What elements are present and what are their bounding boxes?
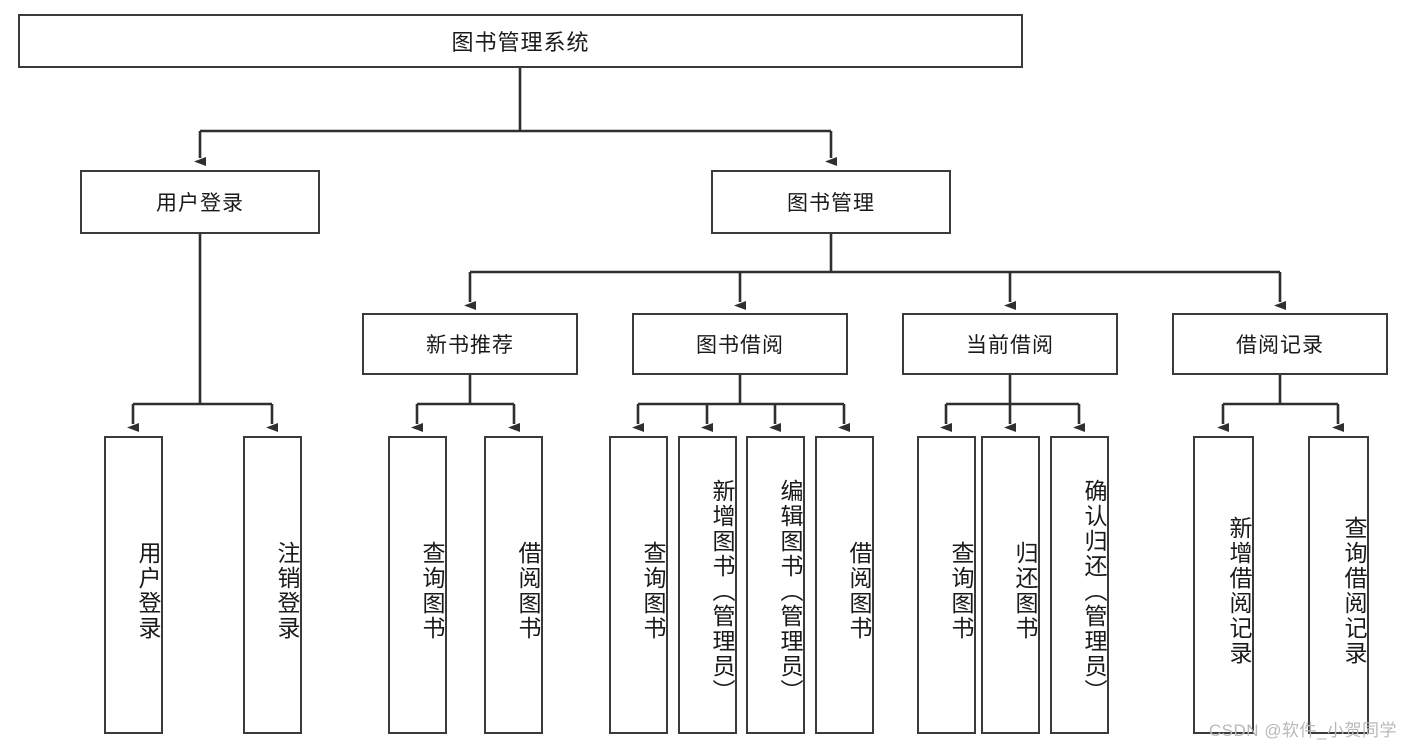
leaf-query-book-borrow[interactable]: 查询图书 <box>609 436 668 734</box>
leaf-query-book-recommend[interactable]: 查询图书 <box>388 436 447 734</box>
node-label: 图书管理 <box>787 192 875 215</box>
node-user-login[interactable]: 用户登录 <box>80 170 320 234</box>
leaf-user-logout[interactable]: 注销登录 <box>243 436 302 734</box>
node-label: 借阅记录 <box>1236 334 1324 357</box>
node-label: 归还图书 <box>1012 541 1038 641</box>
node-borrow-record[interactable]: 借阅记录 <box>1172 313 1388 375</box>
leaf-query-book-current[interactable]: 查询图书 <box>917 436 976 734</box>
leaf-edit-book-admin[interactable]: 编辑图书（管理员） <box>746 436 805 734</box>
node-label: 新增借阅记录 <box>1226 516 1252 666</box>
node-label: 编辑图书（管理员） <box>777 478 803 704</box>
leaf-add-borrow-record[interactable]: 新增借阅记录 <box>1193 436 1254 734</box>
node-book-manage[interactable]: 图书管理 <box>711 170 951 234</box>
node-root-system[interactable]: 图书管理系统 <box>18 14 1023 68</box>
node-label: 借阅图书 <box>846 541 872 641</box>
watermark-text: CSDN @软件_小贺同学 <box>1208 721 1397 740</box>
node-label: 新增图书（管理员） <box>709 478 735 704</box>
node-label: 查询图书 <box>640 541 666 641</box>
node-label: 图书管理系统 <box>451 30 590 55</box>
node-label: 确认归还（管理员） <box>1081 478 1107 704</box>
leaf-confirm-return-admin[interactable]: 确认归还（管理员） <box>1050 436 1109 734</box>
node-label: 查询借阅记录 <box>1341 516 1367 666</box>
node-current-borrow[interactable]: 当前借阅 <box>902 313 1118 375</box>
node-label: 注销登录 <box>274 541 300 641</box>
leaf-borrow-book-recommend[interactable]: 借阅图书 <box>484 436 543 734</box>
node-label: 借阅图书 <box>515 541 541 641</box>
leaf-borrow-book[interactable]: 借阅图书 <box>815 436 874 734</box>
node-new-book-recommend[interactable]: 新书推荐 <box>362 313 578 375</box>
node-label: 查询图书 <box>419 541 445 641</box>
leaf-query-borrow-record[interactable]: 查询借阅记录 <box>1308 436 1369 734</box>
node-book-borrow[interactable]: 图书借阅 <box>632 313 848 375</box>
node-label: 图书借阅 <box>696 334 784 357</box>
node-label: 新书推荐 <box>426 334 514 357</box>
node-label: 查询图书 <box>948 541 974 641</box>
leaf-user-login[interactable]: 用户登录 <box>104 436 163 734</box>
node-label: 当前借阅 <box>966 334 1054 357</box>
node-label: 用户登录 <box>135 541 161 641</box>
leaf-return-book[interactable]: 归还图书 <box>981 436 1040 734</box>
leaf-add-book-admin[interactable]: 新增图书（管理员） <box>678 436 737 734</box>
node-label: 用户登录 <box>156 192 244 215</box>
